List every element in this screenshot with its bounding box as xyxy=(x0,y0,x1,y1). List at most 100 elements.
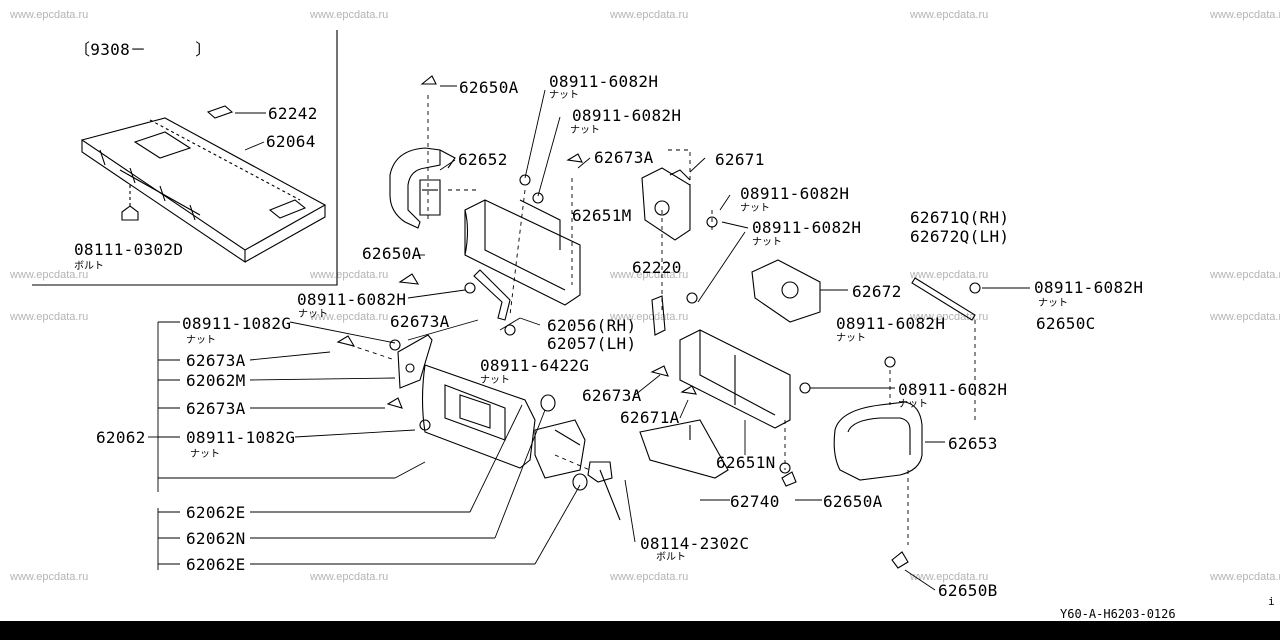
inset-bracket-62242 xyxy=(206,105,234,119)
label-08911-1082G-bottom: 08911-1082G xyxy=(186,428,296,447)
hardware-bolts xyxy=(336,75,909,569)
bumper-end-left xyxy=(389,147,456,229)
label-62651M: 62651M xyxy=(572,206,632,225)
label-62062N: 62062N xyxy=(186,529,246,548)
label-62242: 62242 xyxy=(268,104,318,123)
bracket-62652 xyxy=(419,179,441,216)
bumper-end-62653 xyxy=(833,401,923,481)
plate-62740 xyxy=(639,419,729,479)
watermark-text: www.epcdata.ru xyxy=(1210,269,1280,281)
sub-nut-f: ナット xyxy=(836,333,866,344)
watermark-text: www.epcdata.ru xyxy=(610,571,689,583)
sub-nut-d: ナット xyxy=(752,237,782,248)
frame-horn-62651N xyxy=(679,329,791,429)
label-08911-6082H-d: 08911-6082H xyxy=(752,218,862,237)
sub-bolt-2: ボルト xyxy=(656,552,686,563)
sub-nut-h: ナット xyxy=(1038,298,1068,309)
inset-date-range: 〔9308－ 〕 xyxy=(74,40,212,59)
label-62673A-right: 62673A xyxy=(582,386,642,405)
watermark-text: www.epcdata.ru xyxy=(310,9,389,21)
diagram-code: Y60-A-H6203-0126 xyxy=(1060,607,1176,621)
sub-nut-b: ナット xyxy=(570,125,600,136)
watermark-text: www.epcdata.ru xyxy=(610,269,689,281)
bumper-face-62062 xyxy=(421,364,536,469)
label-62062: 62062 xyxy=(96,428,146,447)
sub-nut-e: ナット xyxy=(298,309,328,320)
label-62671: 62671 xyxy=(715,150,765,169)
label-62671A: 62671A xyxy=(620,408,680,427)
bracket-62062N xyxy=(534,419,586,479)
label-62652: 62652 xyxy=(458,150,508,169)
sub-nut-a: ナット xyxy=(549,90,579,101)
sub-nut-i: ナット xyxy=(480,375,510,386)
label-62650A-left: 62650A xyxy=(362,244,422,263)
label-08911-6082H-a: 08911-6082H xyxy=(549,72,659,91)
corner-mark: i xyxy=(1268,595,1275,608)
label-08911-6082H-c: 08911-6082H xyxy=(740,184,850,203)
bracket-62220 xyxy=(651,295,666,336)
sub-nut-j: ナット xyxy=(898,399,928,410)
sub-bolt-1: ボルト xyxy=(74,261,104,272)
watermark-text: www.epcdata.ru xyxy=(10,9,89,21)
label-62057-LH: 62057(LH) xyxy=(547,334,637,353)
stay-62056 xyxy=(473,269,511,321)
label-62062M: 62062M xyxy=(186,371,246,390)
label-62062E-1: 62062E xyxy=(186,503,246,522)
inset-bolt xyxy=(121,185,139,221)
watermark-text: www.epcdata.ru xyxy=(10,269,89,281)
watermark-text: www.epcdata.ru xyxy=(10,571,89,583)
watermark-text: www.epcdata.ru xyxy=(1210,571,1280,583)
watermark-text: www.epcdata.ru xyxy=(1210,9,1280,21)
inset-skid-plate xyxy=(80,117,327,264)
label-62671Q-RH: 62671Q(RH) xyxy=(910,208,1010,227)
label-62062E-2: 62062E xyxy=(186,555,246,574)
label-62650B: 62650B xyxy=(938,581,998,600)
label-08911-1082G-top: 08911-1082G xyxy=(182,314,292,333)
label-62740: 62740 xyxy=(730,492,780,511)
bracket-62671 xyxy=(641,167,691,241)
hardware-nuts xyxy=(389,174,981,474)
bolt-08114 xyxy=(587,461,621,521)
leader-lines xyxy=(148,85,1030,591)
label-62673A-left-2: 62673A xyxy=(186,399,246,418)
watermark-text: www.epcdata.ru xyxy=(310,311,389,323)
label-08911-6082H-j: 08911-6082H xyxy=(898,380,1008,399)
inset-frame xyxy=(32,30,338,286)
label-62651N: 62651N xyxy=(716,453,776,472)
watermark-text: www.epcdata.ru xyxy=(910,571,989,583)
label-08911-6422G: 08911-6422G xyxy=(480,356,590,375)
label-08114-2302C: 08114-2302C xyxy=(640,534,750,553)
label-62653: 62653 xyxy=(948,434,998,453)
watermark-text: www.epcdata.ru xyxy=(910,311,989,323)
spacer-62062E xyxy=(540,394,588,491)
bracket-62672 xyxy=(751,259,821,323)
watermark-text: www.epcdata.ru xyxy=(610,311,689,323)
label-62672: 62672 xyxy=(852,282,902,301)
label-62673A-mid: 62673A xyxy=(390,312,450,331)
frame-horn-upper xyxy=(464,199,581,306)
label-08911-6082H-e: 08911-6082H xyxy=(297,290,407,309)
watermark-text: www.epcdata.ru xyxy=(610,9,689,21)
label-62064: 62064 xyxy=(266,132,316,151)
bracket-62062M xyxy=(397,334,433,389)
bottom-bar xyxy=(0,621,1280,640)
watermark-text: www.epcdata.ru xyxy=(910,9,989,21)
sub-nut-c: ナット xyxy=(740,203,770,214)
label-62673A-top: 62673A xyxy=(594,148,654,167)
label-62650A-bottom: 62650A xyxy=(823,492,883,511)
label-08911-6082H-h: 08911-6082H xyxy=(1034,278,1144,297)
watermark-text: www.epcdata.ru xyxy=(310,269,389,281)
label-62650A-top: 62650A xyxy=(459,78,519,97)
label-62673A-left-1: 62673A xyxy=(186,351,246,370)
label-08111-0302D: 08111-0302D xyxy=(74,240,184,259)
label-62056-RH: 62056(RH) xyxy=(547,316,637,335)
label-08911-6082H-f: 08911-6082H xyxy=(836,314,946,333)
watermark-text: www.epcdata.ru xyxy=(1210,311,1280,323)
label-62220: 62220 xyxy=(632,258,682,277)
sub-nut-g: ナット xyxy=(186,335,216,346)
label-08911-6082H-b: 08911-6082H xyxy=(572,106,682,125)
watermark-text: www.epcdata.ru xyxy=(10,311,89,323)
rod-62671Q xyxy=(911,277,976,321)
